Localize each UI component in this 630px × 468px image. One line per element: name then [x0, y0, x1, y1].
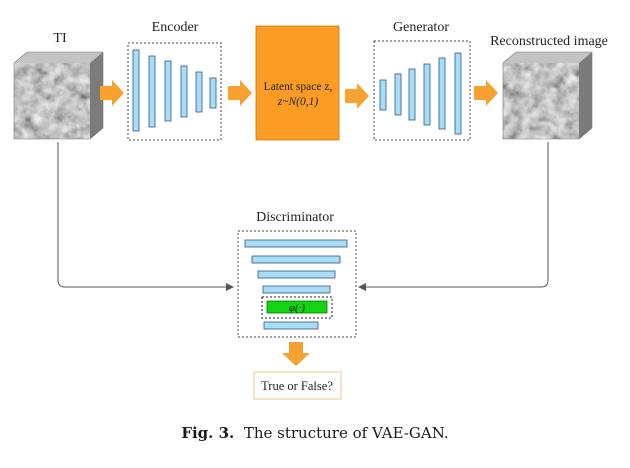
encoder-layer: [180, 65, 188, 118]
encoder-layer: [209, 77, 217, 109]
generator-label: Generator: [393, 20, 449, 35]
discriminator-label: Discriminator: [256, 210, 334, 225]
ti-label: TI: [53, 31, 67, 46]
generator-layer: [423, 63, 431, 126]
generator-layers: [379, 52, 462, 135]
discriminator-layer: [263, 321, 319, 330]
arrow-discriminator-to-output: [282, 342, 310, 366]
output-box: [253, 371, 342, 400]
connector-ti-to-discriminator: [57, 142, 234, 291]
discriminator-layers: [244, 239, 348, 330]
figure-number: Fig. 3.: [181, 424, 235, 442]
figure-caption-text: The structure of VAE-GAN.: [243, 424, 449, 442]
phi-layer: [266, 300, 328, 314]
discriminator-layer: [244, 239, 348, 248]
generator-box: [373, 40, 471, 141]
encoder-layer: [164, 60, 172, 122]
connector-reconstructed-to-discriminator: [358, 142, 549, 291]
discriminator-layer: [262, 285, 331, 294]
latent-space-box: [255, 25, 340, 141]
output-label: True or False?: [261, 379, 333, 393]
reconstructed-label: Reconstructed image: [490, 34, 608, 49]
generator-layer: [379, 79, 387, 111]
encoder-box: [127, 42, 222, 141]
encoder-layers: [132, 49, 217, 132]
generator-layer: [408, 68, 416, 121]
generator-layer: [394, 73, 402, 116]
figure-caption: Fig. 3. The structure of VAE-GAN.: [0, 424, 630, 442]
encoder-layer: [132, 49, 140, 132]
arrow-ti-to-encoder: [100, 80, 124, 106]
encoder-label: Encoder: [152, 20, 199, 35]
arrow-latent-to-generator: [345, 83, 369, 109]
phi-label: φ(·): [289, 302, 305, 314]
arrow-encoder-to-latent: [228, 80, 252, 106]
latent-space-line1: Latent space z,: [264, 81, 333, 93]
discriminator-layer: [251, 255, 341, 264]
encoder-layer: [195, 71, 203, 113]
reconstructed-volume-image: [502, 51, 593, 140]
discriminator-layer: [257, 270, 336, 279]
generator-layer: [454, 52, 462, 135]
ti-volume-image: [13, 51, 104, 140]
latent-space-line2: z~N(0,1): [277, 96, 319, 108]
arrow-generator-to-reconstructed: [474, 80, 498, 106]
encoder-layer: [148, 55, 156, 128]
generator-layer: [438, 57, 446, 130]
phi-layer-frame: [261, 296, 333, 319]
